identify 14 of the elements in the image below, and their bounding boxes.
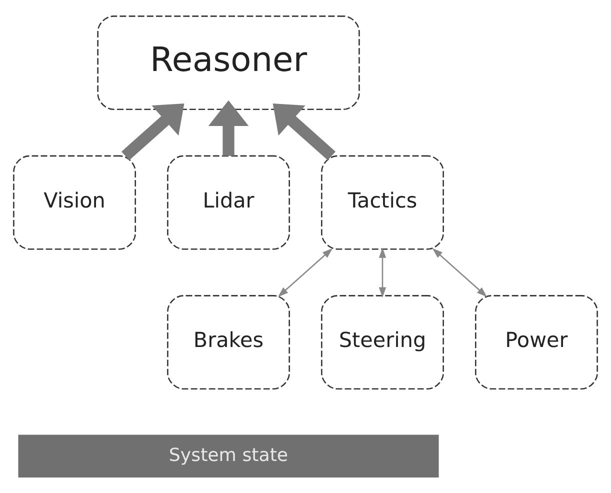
node-box: Brakes <box>167 295 290 390</box>
arrow <box>121 104 184 160</box>
node-box: System state <box>18 434 439 478</box>
arrow <box>278 248 333 297</box>
arrow <box>208 100 249 156</box>
node-box: Lidar <box>167 155 290 250</box>
node-box: Tactics <box>321 155 444 250</box>
arrow <box>272 104 336 160</box>
node-box: Reasoner <box>97 16 360 110</box>
arrow <box>432 248 488 297</box>
node-box: Power <box>475 295 598 390</box>
node-box: Steering <box>321 295 444 390</box>
node-box: Vision <box>13 155 136 250</box>
arrow <box>378 248 386 298</box>
